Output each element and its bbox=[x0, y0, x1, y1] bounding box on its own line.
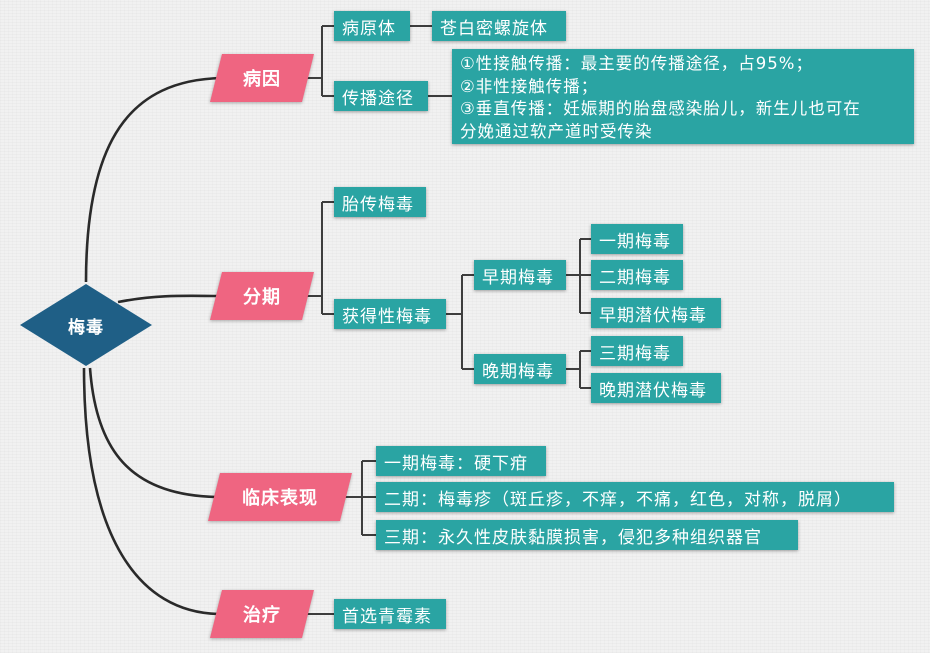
node-clinical-2: 二期：梅毒疹（斑丘疹，不痒，不痛，红色，对称，脱屑） bbox=[376, 482, 894, 512]
branch-treatment: 治疗 bbox=[210, 590, 314, 638]
transmission-line-3: ③垂直传播：妊娠期的胎盘感染胎儿，新生儿也可在 bbox=[460, 99, 861, 118]
branch-staging: 分期 bbox=[210, 272, 314, 320]
node-early-1: 一期梅毒 bbox=[591, 224, 683, 254]
node-acquired: 获得性梅毒 bbox=[334, 299, 446, 329]
branch-clinical-label: 临床表现 bbox=[242, 488, 318, 509]
node-pathogen: 病原体 bbox=[334, 11, 410, 41]
node-late-2: 晚期潜伏梅毒 bbox=[591, 373, 721, 403]
node-early-3: 早期潜伏梅毒 bbox=[591, 298, 721, 328]
root-diamond bbox=[20, 284, 152, 366]
node-clinical-1: 一期梅毒：硬下疳 bbox=[376, 446, 546, 476]
transmission-line-2: ②非性接触传播； bbox=[460, 76, 599, 96]
branch-clinical: 临床表现 bbox=[208, 473, 352, 521]
node-clinical-3: 三期：永久性皮肤黏膜损害，侵犯多种组织器官 bbox=[376, 520, 798, 550]
node-early-2: 二期梅毒 bbox=[591, 260, 683, 290]
connector-late-brackets bbox=[566, 350, 591, 389]
connector-root-treatment bbox=[82, 367, 219, 616]
node-congenital: 胎传梅毒 bbox=[334, 187, 426, 217]
connector-cause-brackets bbox=[306, 25, 334, 97]
node-transmission: 传播途径 bbox=[334, 81, 428, 111]
node-pathogen-value: 苍白密螺旋体 bbox=[432, 11, 566, 41]
branch-cause: 病因 bbox=[210, 54, 314, 102]
connector-early-brackets bbox=[566, 238, 591, 314]
connector-clinical-brackets bbox=[344, 460, 376, 536]
transmission-line-4: 分娩通过软产道时受传染 bbox=[460, 121, 653, 141]
connector-acquired-brackets bbox=[446, 274, 474, 370]
connector-root-staging bbox=[117, 294, 221, 304]
node-treatment: 首选青霉素 bbox=[334, 599, 446, 629]
node-late: 晚期梅毒 bbox=[474, 354, 566, 384]
node-transmission-detail: ①性接触传播：最主要的传播途径，占95%； ②非性接触传播； ③垂直传播：妊娠期… bbox=[452, 49, 914, 144]
branch-staging-label: 分期 bbox=[243, 287, 281, 308]
connector-staging-brackets bbox=[306, 201, 334, 315]
root-label: 梅毒 bbox=[68, 317, 104, 338]
connector-root-clinical bbox=[88, 367, 217, 499]
node-late-1: 三期梅毒 bbox=[591, 336, 683, 366]
branch-treatment-label: 治疗 bbox=[243, 605, 281, 626]
branch-cause-label: 病因 bbox=[243, 69, 281, 90]
transmission-line-1: ①性接触传播：最主要的传播途径，占95%； bbox=[460, 54, 813, 73]
node-early: 早期梅毒 bbox=[474, 260, 566, 290]
connector-root-cause bbox=[84, 76, 223, 283]
